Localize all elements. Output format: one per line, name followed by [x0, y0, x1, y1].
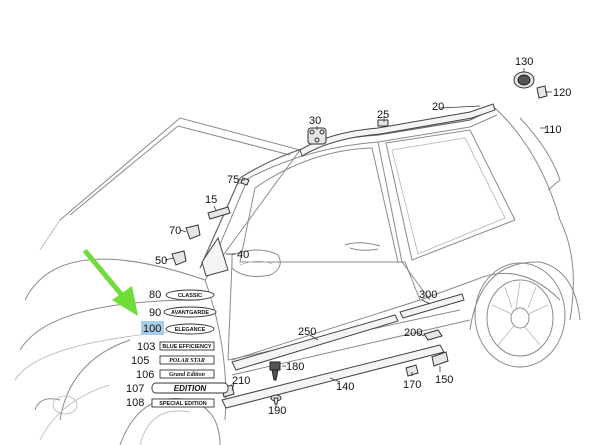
- clip-190: [270, 394, 282, 405]
- badge-avantgarde-text: AVANTGARDE: [171, 310, 209, 316]
- clip-120: [536, 85, 548, 99]
- bracket-30: [307, 127, 327, 145]
- roof-trim-strip: [299, 103, 496, 157]
- callout-210: 210: [232, 375, 250, 387]
- fuel-cap-130: [513, 71, 535, 89]
- badge-classic: [165, 289, 215, 301]
- callout-100: 100: [143, 323, 161, 335]
- clip-180: [269, 361, 281, 381]
- callout-15: 15: [205, 194, 217, 206]
- badge-edition-text: EDITION: [174, 384, 207, 393]
- callout-90: 90: [149, 307, 161, 319]
- callout-170: 170: [403, 379, 421, 391]
- clip-50: [171, 250, 187, 266]
- mirror-trim-40: [201, 236, 229, 277]
- callout-250: 250: [298, 326, 316, 338]
- callout-300: 300: [419, 289, 437, 301]
- clip-70: [185, 224, 201, 240]
- callout-200: 200: [404, 327, 422, 339]
- callout-50: 50: [155, 255, 167, 267]
- selected-part-highlight: [141, 321, 164, 335]
- callout-25: 25: [377, 109, 389, 121]
- door-trim-strip-250: [231, 314, 399, 371]
- end-cap-150: [431, 351, 449, 367]
- callout-120: 120: [553, 87, 571, 99]
- badge-avantgarde: [163, 306, 217, 318]
- callout-75: 75: [227, 174, 239, 186]
- callout-106: 106: [136, 369, 154, 381]
- callout-150: 150: [435, 374, 453, 386]
- callout-140: 140: [336, 381, 354, 393]
- leader-lines: [164, 68, 552, 408]
- badge-elegance: [165, 323, 215, 335]
- clip-25: [377, 119, 389, 127]
- badge-classic-text: CLASSIC: [178, 293, 202, 299]
- callout-108: 108: [126, 397, 144, 409]
- end-cap-200: [423, 329, 443, 341]
- clip-170: [405, 364, 419, 377]
- badge-blue-efficiency-text: BLUE EFFICIENCY: [162, 344, 212, 350]
- callout-180: 180: [286, 361, 304, 373]
- car-body-outline: [14, 107, 581, 445]
- badge-grand-edition: [159, 369, 215, 379]
- pointer-arrow-icon: [83, 249, 138, 316]
- badge-special-edition-text: SPECIAL EDITION: [159, 401, 207, 407]
- sill-trim-strip-140: [221, 344, 445, 409]
- badge-list: CLASSIC AVANTGARDE ELEGANCE BLUE EFFICIE…: [151, 289, 229, 408]
- clip-15: [207, 206, 231, 220]
- badge-polar-star: [159, 355, 215, 365]
- badge-blue-efficiency: [159, 341, 215, 351]
- callout-190: 190: [268, 405, 286, 417]
- callout-130: 130: [515, 56, 533, 68]
- badge-polar-star-text: POLAR STAR: [169, 358, 205, 364]
- callout-20: 20: [432, 101, 444, 113]
- side-trim-strip-300: [399, 293, 465, 319]
- callout-110: 110: [544, 124, 562, 136]
- badge-grand-edition-text: Grand Edition: [169, 372, 206, 378]
- callout-103: 103: [137, 341, 155, 353]
- badge-special-edition: [151, 398, 215, 408]
- callout-105: 105: [131, 355, 149, 367]
- badge-elegance-text: ELEGANCE: [175, 327, 206, 333]
- callout-40: 40: [237, 249, 249, 261]
- callout-30: 30: [309, 115, 321, 127]
- callout-numbers: 20 25 30 75 15 70 50 40 130 120 110 80 9…: [126, 56, 571, 417]
- callout-80: 80: [149, 289, 161, 301]
- callout-107: 107: [126, 383, 144, 395]
- badge-edition: [151, 382, 229, 394]
- callout-70: 70: [169, 225, 181, 237]
